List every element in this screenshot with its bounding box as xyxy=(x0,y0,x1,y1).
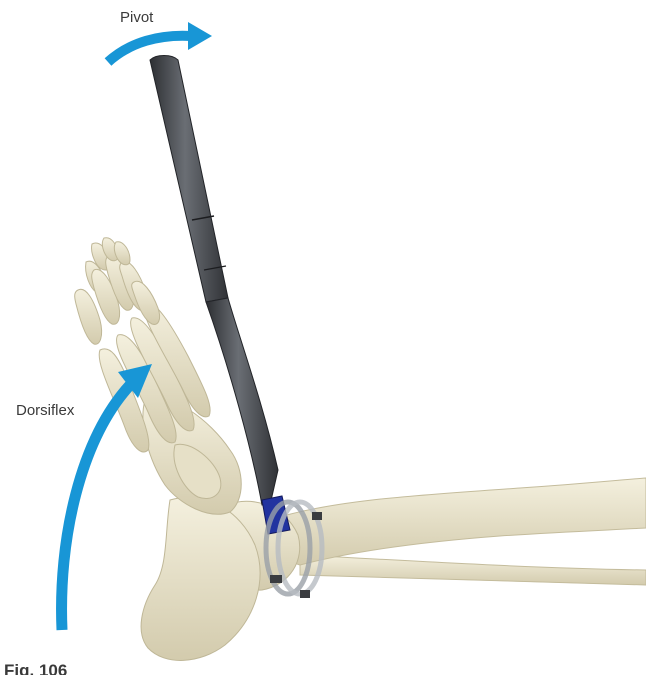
tibia-bone xyxy=(270,478,646,565)
figure-number-label: Fig. 106 xyxy=(4,662,67,675)
dorsiflex-arrow-icon xyxy=(62,364,152,630)
dorsiflex-label: Dorsiflex xyxy=(16,403,74,418)
pivot-label: Pivot xyxy=(120,10,153,25)
fibula-bone xyxy=(300,555,646,585)
